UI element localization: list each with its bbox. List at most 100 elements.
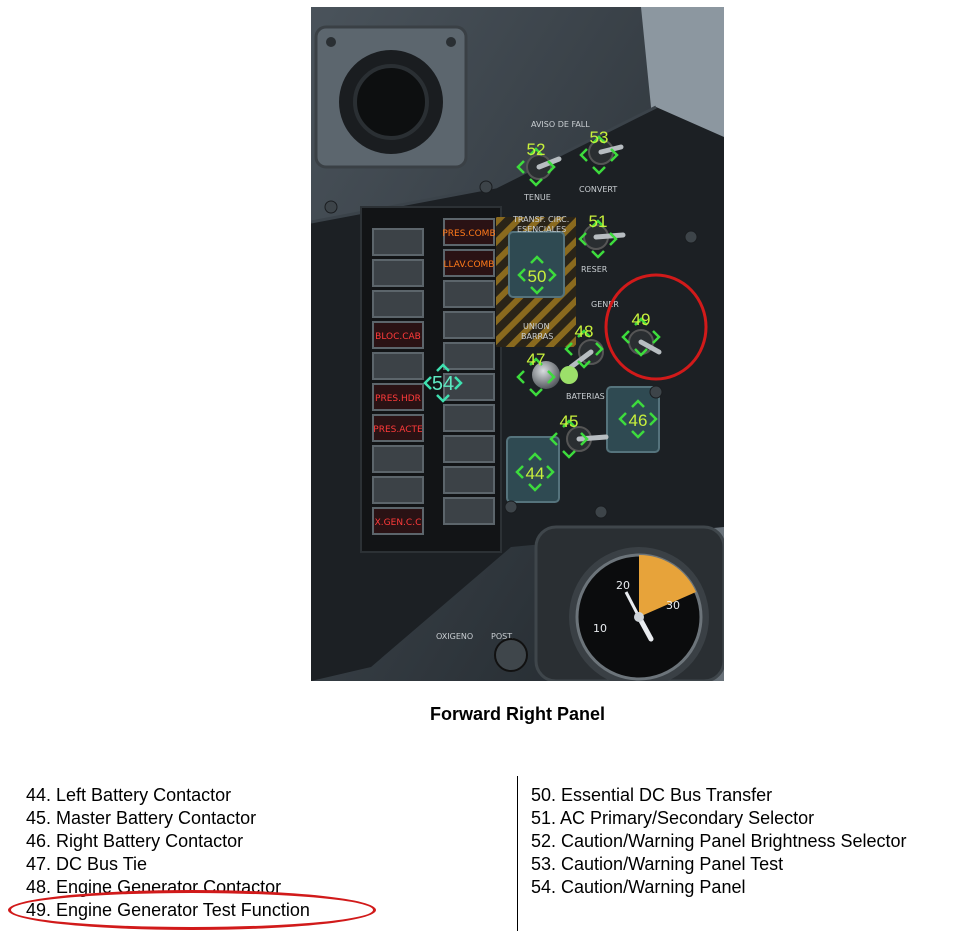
- callout-number: 44: [526, 464, 545, 483]
- warning-lamp: [372, 228, 424, 256]
- callout-chevron: [621, 330, 630, 344]
- callout-chevron: [423, 376, 432, 390]
- legend-divider: [517, 776, 518, 931]
- callout-chevron: [652, 330, 661, 344]
- callout-chevron: [562, 419, 576, 428]
- callout-number: 50: [528, 267, 547, 286]
- callout-chevron: [618, 412, 627, 426]
- screws: [324, 180, 698, 519]
- legend-item: 47. DC Bus Tie: [26, 854, 148, 874]
- callout-number: 53: [590, 128, 609, 147]
- gauge-tick-20: 20: [616, 579, 630, 592]
- warning-lamp: [443, 466, 495, 494]
- legend-item: 53. Caution/Warning Panel Test: [531, 854, 784, 874]
- gauge: 10 20 30: [534, 525, 724, 681]
- callout-chevron: [517, 268, 526, 282]
- warning-lamp-label: LLAV.COMB: [444, 260, 495, 270]
- callout-chevron: [631, 399, 645, 408]
- warning-lamp: [443, 373, 495, 401]
- warning-lamp: BLOC.CAB: [372, 321, 424, 349]
- label-tenue: TENUE: [523, 193, 551, 202]
- warning-lamp: PRES.COMB: [442, 218, 496, 246]
- warning-lamp: [443, 497, 495, 525]
- callout-chevron: [547, 160, 556, 174]
- warning-lamp: [372, 445, 424, 473]
- callout-number: 52: [527, 140, 546, 159]
- callout-number: 48: [575, 322, 594, 341]
- callout-50: 50: [517, 255, 557, 295]
- callout-chevron: [515, 465, 524, 479]
- callout-44: 44: [515, 452, 555, 492]
- highlight-ellipse-list: [8, 890, 376, 930]
- label-union: UNION: [523, 322, 549, 331]
- warning-lamp: [443, 342, 495, 370]
- callout-chevron: [610, 148, 619, 162]
- essential-bus-transfer-button: [508, 231, 565, 298]
- callout-number: 54: [432, 373, 454, 395]
- callout-chevron: [529, 178, 543, 187]
- callout-chevron: [591, 250, 605, 259]
- callout-chevron: [580, 432, 589, 446]
- callout-chevron: [528, 452, 542, 461]
- callout-47: 47: [516, 350, 556, 397]
- figure-caption: Forward Right Panel: [429, 704, 606, 724]
- right-battery-cover: [606, 386, 660, 453]
- callout-53: 53: [579, 128, 619, 175]
- label-baterias: BATERIAS: [566, 392, 605, 401]
- label-esenciales: ESENCIALES: [517, 225, 566, 234]
- callout-number: 46: [629, 411, 648, 430]
- callout-51: 51: [578, 212, 618, 259]
- warning-lamp: LLAV.COMB: [443, 249, 495, 277]
- callout-45: 45: [549, 412, 589, 459]
- callout-chevron: [609, 232, 618, 246]
- callout-chevron: [547, 370, 556, 384]
- callout-chevron: [530, 286, 544, 295]
- callout-46: 46: [618, 399, 658, 439]
- callout-chevron: [548, 268, 557, 282]
- callout-chevron: [577, 329, 591, 338]
- label-transf: TRANSF. CIRC.: [512, 215, 569, 224]
- warning-lamp: [443, 311, 495, 339]
- warning-lamp: X.GEN.C.C: [372, 507, 424, 535]
- callout-52: 52: [516, 140, 556, 187]
- cockpit-panel-figure: BLOC.CAB PRES.HDR PRES.ACTE X.GEN.C.C PRES.C…: [311, 7, 724, 681]
- callout-number: 45: [560, 412, 579, 431]
- label-barras: BARRAS: [521, 332, 553, 341]
- callout-number: 49: [632, 310, 651, 329]
- label-convert: CONVERT: [579, 185, 617, 194]
- label-generador: GENER: [591, 300, 619, 309]
- left-battery-cover: [506, 436, 560, 503]
- callout-chevron: [577, 360, 591, 369]
- callout-chevron: [436, 363, 450, 372]
- warning-lamp: [372, 259, 424, 287]
- warning-lamp: [443, 435, 495, 463]
- callout-chevron: [631, 430, 645, 439]
- callout-chevron: [634, 348, 648, 357]
- warning-lamp-label: PRES.COMB: [442, 229, 495, 239]
- callout-chevron: [530, 255, 544, 264]
- callout-chevron: [549, 432, 558, 446]
- callout-chevron: [529, 357, 543, 366]
- highlight-ellipse-49: [604, 273, 708, 381]
- callout-chevron: [516, 370, 525, 384]
- warning-lamp: PRES.HDR: [372, 383, 424, 411]
- callout-chevron: [562, 450, 576, 459]
- warning-lamp: [372, 290, 424, 318]
- warning-lamp-label: X.GEN.C.C: [375, 518, 422, 528]
- legend-item: 52. Caution/Warning Panel Brightness Sel…: [531, 831, 907, 851]
- warning-lamp-label: BLOC.CAB: [375, 332, 421, 342]
- warning-lamp: PRES.ACTE: [372, 414, 424, 442]
- callout-chevron: [592, 135, 606, 144]
- callout-chevron: [564, 342, 573, 356]
- toggle-switches: [526, 139, 662, 452]
- callout-number: 47: [527, 350, 546, 369]
- warning-lamp-label: PRES.ACTE: [373, 425, 423, 435]
- connector-housing: [314, 25, 468, 169]
- legend-item: 50. Essential DC Bus Transfer: [531, 785, 773, 805]
- callout-chevron: [579, 148, 588, 162]
- callout-number: 51: [589, 212, 608, 231]
- callout-chevron: [634, 317, 648, 326]
- warning-lamp: [443, 280, 495, 308]
- callout-48: 48: [564, 322, 604, 369]
